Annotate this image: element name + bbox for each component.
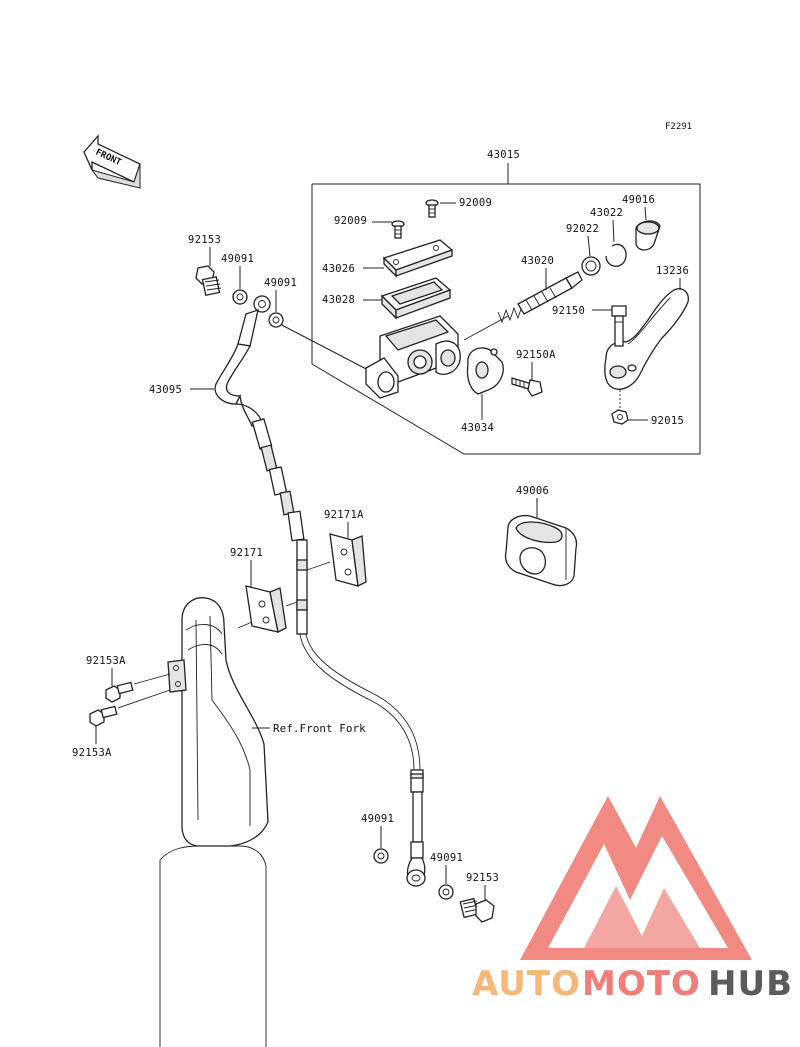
ring-43022 <box>605 243 627 267</box>
washer-49091-top-1 <box>232 289 248 305</box>
holder-49006 <box>504 514 578 587</box>
label-43034: 43034 <box>461 422 494 434</box>
brake-hose-43095 <box>214 295 426 887</box>
washer-49091-bottom-2 <box>438 884 454 900</box>
assembly-label: 43015 <box>487 149 520 161</box>
label-43022: 43022 <box>590 207 623 219</box>
label-92009-left: 92009 <box>334 215 367 227</box>
front-fork <box>159 597 269 1047</box>
label-92022: 92022 <box>566 223 599 235</box>
automotohub-logo: AUTO MOTO HUB <box>472 796 793 1004</box>
screw-92009-left <box>391 220 405 239</box>
boot-49016 <box>635 220 661 251</box>
assembly-box: 43015 <box>311 149 701 455</box>
lever-13236 <box>604 288 689 390</box>
label-92015: 92015 <box>651 415 684 427</box>
washer-49091-bottom-1 <box>373 848 389 864</box>
label-43020: 43020 <box>521 255 554 267</box>
label-49016: 49016 <box>622 194 655 206</box>
label-13236: 13236 <box>656 265 689 277</box>
diaphragm-43028 <box>380 277 452 320</box>
reference-front-fork: Ref.Front Fork <box>273 722 366 735</box>
piston-43020 <box>463 271 583 341</box>
label-92153A-top: 92153A <box>86 655 126 667</box>
label-49091-bottom-2: 49091 <box>430 852 463 864</box>
reservoir-cap-43026 <box>382 239 454 278</box>
clamp-92171A <box>329 533 367 587</box>
banjo-bolt-92153-top <box>195 265 222 297</box>
bolt-92153A-top <box>105 681 134 703</box>
label-92153A-bottom: 92153A <box>72 747 112 759</box>
label-92150: 92150 <box>552 305 585 317</box>
svg-text:AUTO: AUTO <box>472 964 581 1004</box>
diagram-code: F2291 <box>665 122 692 132</box>
label-92153-bottom: 92153 <box>466 872 499 884</box>
label-92150A: 92150A <box>516 349 556 361</box>
circlip-92022 <box>581 256 601 276</box>
screw-92009-right <box>425 199 439 218</box>
washer-49091-top-2 <box>268 312 284 328</box>
label-43026: 43026 <box>322 263 355 275</box>
bolt-92150A <box>511 377 543 397</box>
label-49006: 49006 <box>516 485 549 497</box>
banjo-bolt-92153-bottom <box>459 897 495 923</box>
nut-92015 <box>611 390 629 425</box>
svg-text:HUB: HUB <box>708 964 793 1004</box>
bolt-92153A-bottom <box>89 705 118 727</box>
label-92153-top: 92153 <box>188 234 221 246</box>
label-43095: 43095 <box>149 384 182 396</box>
label-92171: 92171 <box>230 547 263 559</box>
master-cylinder-body <box>365 315 461 399</box>
label-49091-top-1: 49091 <box>221 253 254 265</box>
front-arrow-icon: FRONT <box>83 134 141 189</box>
label-92009-right: 92009 <box>459 197 492 209</box>
svg-text:MOTO: MOTO <box>582 964 701 1004</box>
clamp-92171 <box>245 585 287 633</box>
label-43028: 43028 <box>322 294 355 306</box>
label-49091-bottom-1: 49091 <box>361 813 394 825</box>
clamp-43034 <box>466 347 504 395</box>
label-49091-top-2: 49091 <box>264 277 297 289</box>
label-92171A: 92171A <box>324 509 364 521</box>
pivot-bolt-92150 <box>611 305 627 347</box>
